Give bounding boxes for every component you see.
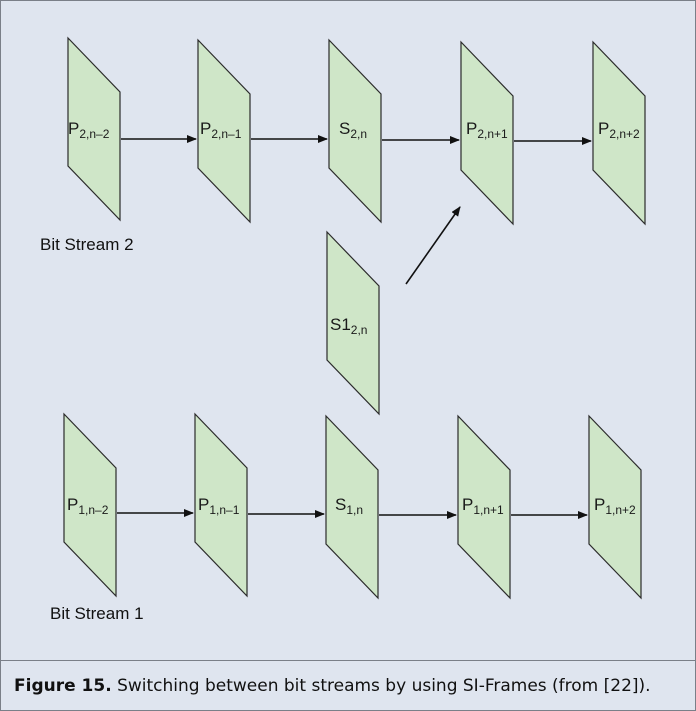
frame-label: S2,n — [339, 119, 367, 141]
frame-s1-n: S1,n — [325, 414, 379, 600]
bitstream-switching-diagram: P2,n–2 P2,n–1 S2,n P2,n+1 P2,n+2 S12,n P… — [40, 36, 646, 623]
bit-stream-2-label: Bit Stream 2 — [40, 235, 134, 254]
frame-si2-n: S12,n — [326, 230, 380, 416]
frame-p1-n+1: P1,n+1 — [457, 414, 511, 600]
frame-label: P1,n–1 — [198, 495, 240, 517]
arrow-si2n-to-p2n+1 — [405, 206, 461, 285]
frame-p2-n+2: P2,n+2 — [592, 40, 646, 226]
frame-label: P2,n+1 — [466, 119, 508, 141]
frame-label: S1,n — [335, 495, 363, 517]
frame-s2-n: S2,n — [328, 38, 382, 224]
frame-p1-n+2: P1,n+2 — [588, 414, 642, 600]
frame-label: S12,n — [330, 315, 367, 337]
figure-caption: Figure 15. Switching between bit streams… — [14, 676, 651, 696]
frame-label: P1,n+1 — [462, 495, 504, 517]
frame-label: P1,n–2 — [67, 495, 109, 517]
frame-p1-n-1: P1,n–1 — [194, 412, 248, 598]
frame-label: P2,n–2 — [68, 119, 110, 141]
caption-divider — [0, 660, 696, 661]
frame-label: P1,n+2 — [594, 495, 636, 517]
frame-label: P2,n–1 — [200, 119, 242, 141]
frame-p2-n-1: P2,n–1 — [197, 38, 251, 224]
frame-p2-n-2: P2,n–2 — [67, 36, 121, 222]
bit-stream-1-label: Bit Stream 1 — [50, 604, 144, 623]
frame-p2-n+1: P2,n+1 — [460, 40, 514, 226]
caption-text: Switching between bit streams by using S… — [111, 676, 651, 696]
frame-label: P2,n+2 — [598, 119, 640, 141]
frame-p1-n-2: P1,n–2 — [63, 412, 117, 598]
figure-number: Figure 15. — [14, 676, 112, 696]
